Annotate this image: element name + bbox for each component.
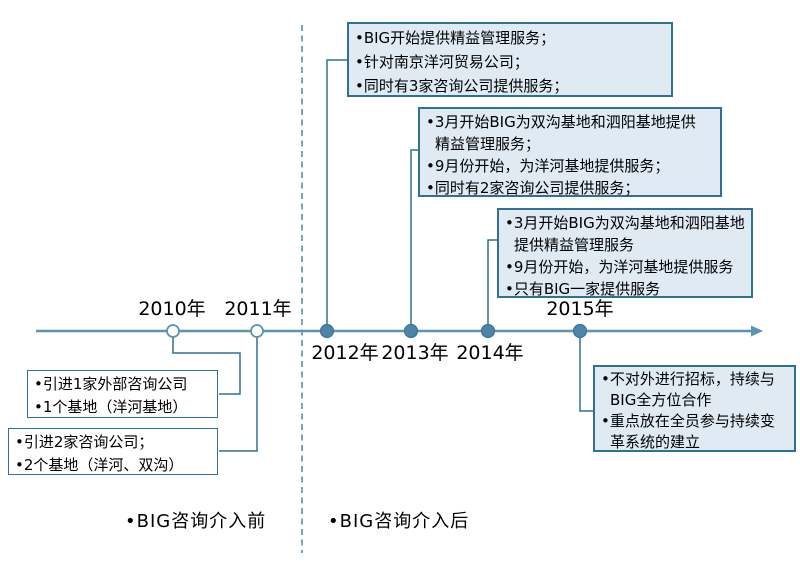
marker-2011	[250, 324, 264, 338]
event-line: •针对南京洋河贸易公司；	[355, 53, 529, 71]
event-line: •3月开始BIG为双沟基地和泗阳基地	[505, 214, 745, 232]
connector-2012	[326, 59, 347, 325]
marker-2013	[403, 323, 419, 339]
event-line: 提供精益管理服务	[514, 236, 635, 254]
marker-2010	[166, 324, 180, 338]
connector-2010	[172, 337, 241, 395]
event-line: •引进1家外部咨询公司	[34, 375, 188, 393]
event-line: •重点放在全员参与持续变	[601, 412, 775, 430]
event-line: •1个基地（洋河基地）	[34, 398, 188, 416]
event-line: •只有BIG一家提供服务	[505, 280, 661, 298]
event-line: •同时有3家咨询公司提供服务；	[355, 77, 569, 95]
event-line: •9月份开始，为洋河基地提供服务；	[426, 157, 670, 175]
marker-2012	[319, 323, 335, 339]
event-line: BIG全方位合作	[610, 391, 712, 409]
event-box-2015: •不对外进行招标，持续与 BIG全方位合作 •重点放在全员参与持续变 革系统的建…	[593, 365, 796, 452]
event-box-2012: •BIG开始提供精益管理服务； •针对南京洋河贸易公司； •同时有3家咨询公司提…	[347, 22, 673, 97]
timeline-arrowhead-icon	[751, 325, 763, 337]
marker-2015	[572, 323, 588, 339]
year-label-2014: 2014年	[456, 342, 524, 364]
year-label-2010: 2010年	[138, 298, 206, 320]
event-box-2014: •3月开始BIG为双沟基地和泗阳基地 提供精益管理服务 •9月份开始，为洋河基地…	[497, 208, 753, 298]
marker-2014	[480, 323, 496, 339]
event-line: 革系统的建立	[610, 433, 701, 451]
event-box-2013: •3月开始BIG为双沟基地和泗阳基地提供 精益管理服务； •9月份开始，为洋河基…	[418, 107, 722, 197]
year-label-2011: 2011年	[224, 298, 292, 320]
event-line: 精益管理服务；	[435, 135, 541, 153]
year-label-2012: 2012年	[311, 342, 379, 364]
event-line: •3月开始BIG为双沟基地和泗阳基地提供	[426, 113, 696, 131]
event-box-2010: •引进1家外部咨询公司 •1个基地（洋河基地）	[27, 370, 218, 418]
phase-label-before-big: •BIG咨询介入前	[125, 511, 267, 532]
connector-2013	[410, 149, 418, 325]
connector-2011	[219, 337, 258, 452]
event-line: •不对外进行招标，持续与	[601, 370, 775, 388]
event-box-2011: •引进2家咨询公司； •2个基地（洋河、双沟）	[8, 428, 218, 475]
year-label-2015: 2015年	[546, 298, 614, 320]
event-line: •BIG开始提供精益管理服务；	[355, 29, 556, 47]
event-line: •引进2家咨询公司；	[15, 433, 154, 451]
event-line: •2个基地（洋河、双沟）	[15, 456, 184, 474]
event-line: •9月份开始，为洋河基地提供服务	[505, 258, 734, 276]
connector-2015	[579, 337, 593, 412]
phase-label-after-big: •BIG咨询介入后	[328, 511, 470, 532]
event-line: •同时有2家咨询公司提供服务；	[426, 179, 640, 197]
year-label-2013: 2013年	[381, 342, 449, 364]
connector-2014	[487, 239, 497, 325]
